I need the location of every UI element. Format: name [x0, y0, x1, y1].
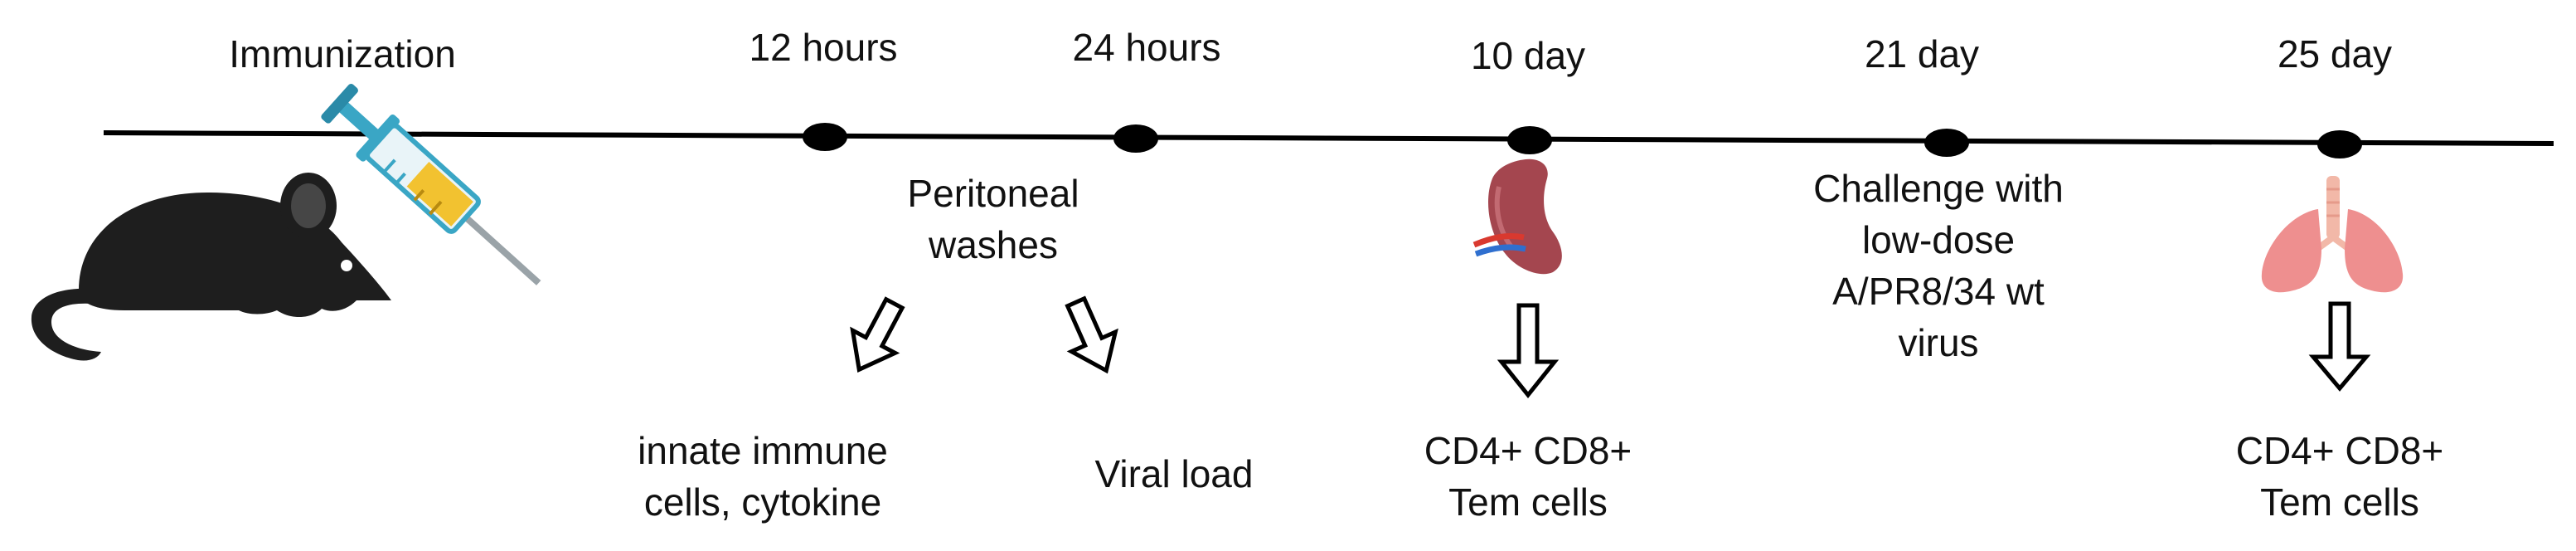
timepoint-marker-24h	[1113, 124, 1158, 153]
syringe-icon	[321, 83, 541, 285]
timepoint-marker-10d	[1507, 126, 1552, 154]
timepoint-label-10d: 10 day	[1470, 34, 1586, 77]
timepoint-label-12h: 12 hours	[749, 26, 898, 69]
timepoint-marker-12h	[803, 123, 847, 151]
timeline-line	[103, 130, 2554, 146]
challenge-label: Challenge with low-dose A/PR8/34 wt viru…	[1813, 167, 2064, 364]
timepoint-label-24h: 24 hours	[1072, 26, 1221, 69]
innate-readout-label: innate immune cells, cytokine	[638, 429, 888, 524]
spleen-icon	[1472, 158, 1562, 275]
arrow-down-icon	[850, 296, 905, 373]
timepoint-marker-25d	[2317, 130, 2362, 158]
arrow-down-icon	[1065, 295, 1118, 374]
viral-load-label: Viral load	[1094, 452, 1254, 495]
arrow-down-icon	[2308, 301, 2371, 392]
lung-readout-label: CD4+ CD8+ Tem cells	[2235, 429, 2444, 524]
timepoint-label-immunization: Immunization	[229, 32, 456, 76]
arrow-down-icon	[1497, 303, 1560, 399]
timepoint-label-21d: 21 day	[1864, 32, 1980, 76]
peritoneal-washes-label: Peritoneal washes	[907, 172, 1079, 266]
mouse-icon	[31, 173, 391, 361]
timepoint-marker-21d	[1924, 129, 1969, 157]
timepoint-label-25d: 25 day	[2277, 32, 2393, 76]
lung-icon	[2261, 176, 2404, 293]
spleen-readout-label: CD4+ CD8+ Tem cells	[1424, 429, 1632, 524]
mouse-eye	[341, 260, 352, 271]
